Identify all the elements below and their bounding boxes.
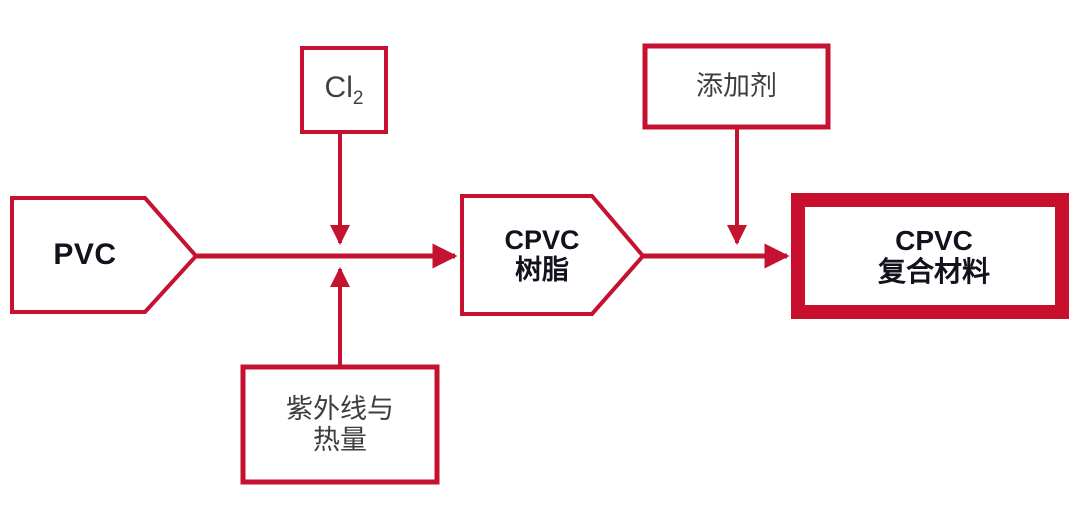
node-shape-additive[interactable] bbox=[642, 43, 831, 130]
node-shape-composite[interactable] bbox=[791, 193, 1069, 319]
node-shape-resin[interactable] bbox=[460, 194, 646, 316]
node-shape-uv-heat[interactable] bbox=[240, 364, 440, 485]
node-shape-cl2[interactable] bbox=[300, 46, 388, 134]
node-shape-pvc[interactable] bbox=[10, 196, 199, 314]
